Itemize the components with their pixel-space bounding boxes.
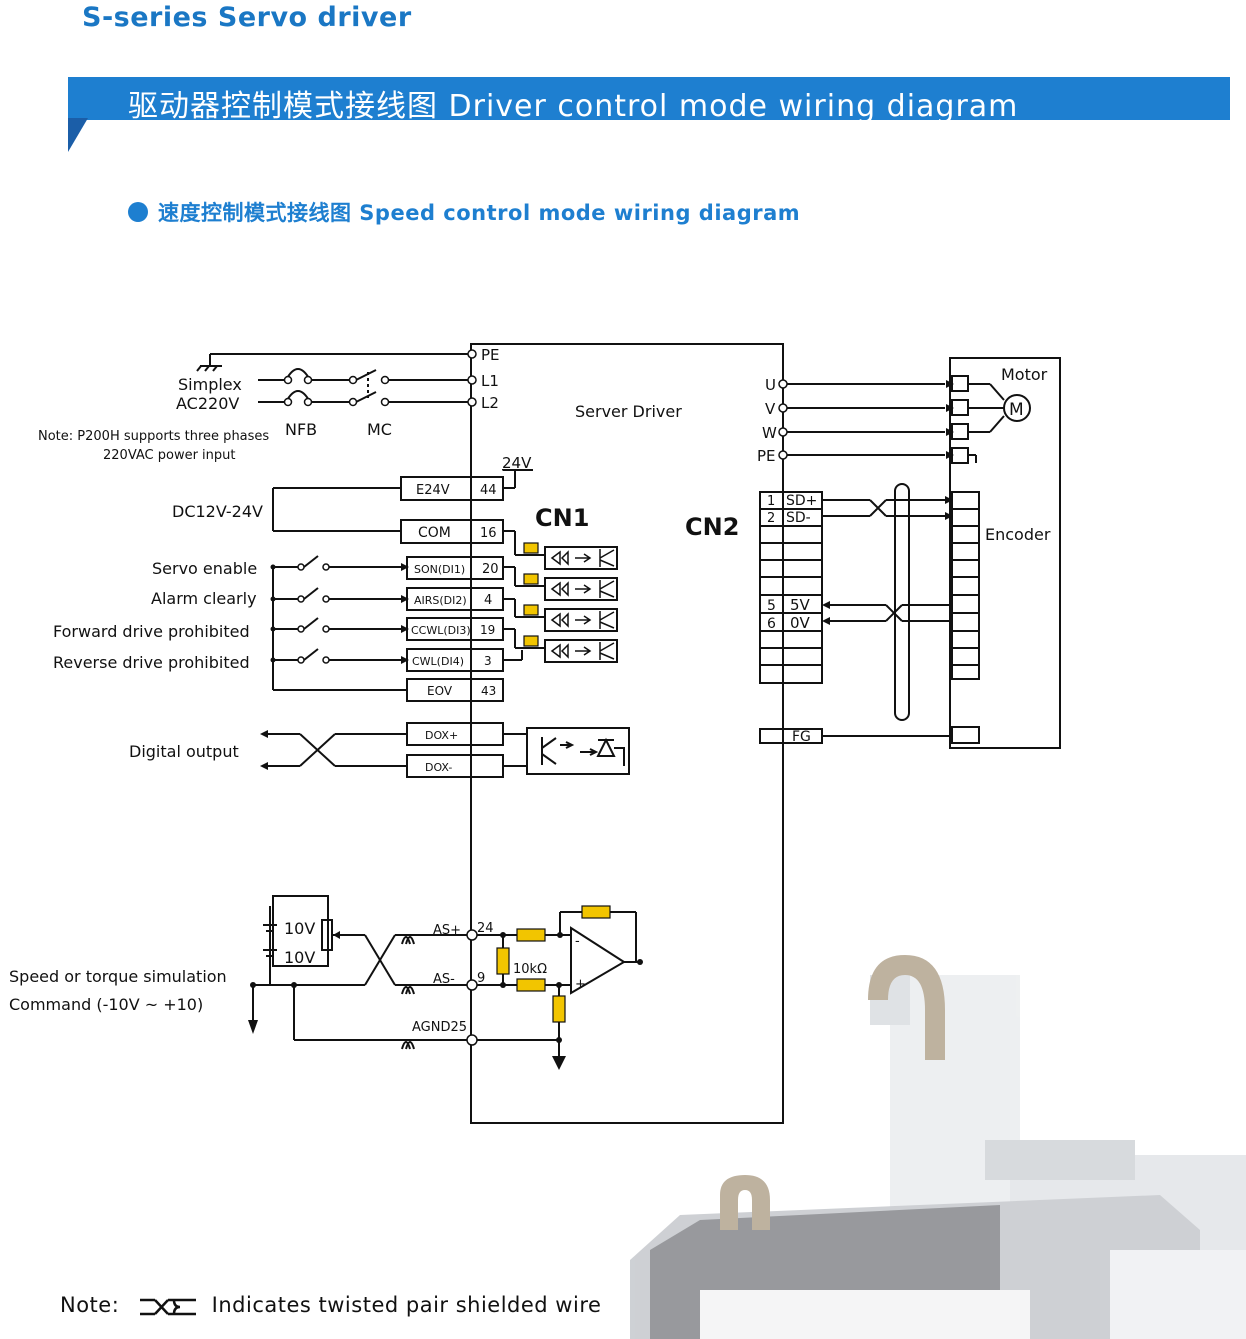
banner-title: 驱动器控制模式接线图 Driver control mode wiring di… xyxy=(128,89,1019,124)
cn2-pin-5-name: 5V xyxy=(790,596,811,614)
optocoupler-icons xyxy=(550,549,615,660)
section-title: 速度控制模式接线图 Speed control mode wiring diag… xyxy=(158,201,801,225)
input-reverse-prohibited: Reverse drive prohibited xyxy=(53,653,250,672)
ref-top-voltage: 10V xyxy=(284,919,315,938)
footer-note-text: Indicates twisted pair shielded wire xyxy=(211,1293,602,1317)
terminal-l2: L2 xyxy=(481,394,499,412)
cn2-pin-6-num: 6 xyxy=(767,616,776,632)
pin-cwl-num: 3 xyxy=(484,654,492,668)
digital-output-label: Digital output xyxy=(129,742,239,761)
analog-circuit xyxy=(252,895,640,1060)
section-banner xyxy=(68,77,1230,120)
mc-label: MC xyxy=(367,420,392,439)
opamp-plus: + xyxy=(575,977,586,992)
terminal-pe: PE xyxy=(481,346,500,364)
power-note-2: 220VAC power input xyxy=(103,448,236,463)
terminal-w: W xyxy=(762,424,777,442)
input-resistors xyxy=(523,542,539,647)
terminal-l1: L1 xyxy=(481,372,499,390)
resistor-value: 10kΩ xyxy=(513,962,547,977)
power-note-1: Note: P200H supports three phases xyxy=(38,429,269,444)
command-label-2: Command (-10V ~ +10) xyxy=(9,995,203,1014)
machine-illustration xyxy=(630,955,1246,1339)
driver-label: Server Driver xyxy=(575,402,682,421)
nfb-label: NFB xyxy=(285,420,317,439)
cn2-pin-6-name: 0V xyxy=(790,614,811,632)
input-forward-prohibited: Forward drive prohibited xyxy=(53,622,250,641)
ref-bottom-voltage: 10V xyxy=(284,948,315,967)
encoder-label: Encoder xyxy=(985,525,1051,544)
twisted-pair-icon xyxy=(140,1298,196,1316)
footer-note: Note: Indicates twisted pair shielded wi… xyxy=(60,1293,601,1317)
as-minus-pin: 9 xyxy=(477,971,485,986)
pin-e24v-num: 44 xyxy=(480,483,497,498)
cn2-pin-2-name: SD- xyxy=(786,510,811,526)
analog-resistors xyxy=(496,905,611,1023)
pin-son-num: 20 xyxy=(482,562,499,577)
terminal-motor-pe: PE xyxy=(757,447,776,465)
as-minus-label: AS- xyxy=(433,972,455,987)
pin-dox-plus: DOX+ xyxy=(425,729,458,742)
cn1-label: CN1 xyxy=(535,504,589,532)
pin-son-name: SON(DI1) xyxy=(414,563,465,576)
pin-eov-name: EOV xyxy=(427,684,453,698)
cn2-pin-fg: FG xyxy=(792,729,811,745)
agnd-label: AGND25 xyxy=(412,1020,467,1035)
series-title: S-series Servo driver xyxy=(82,2,412,33)
opamp-minus: - xyxy=(575,934,580,949)
pin-eov-num: 43 xyxy=(481,684,496,698)
as-plus-label: AS+ xyxy=(433,923,461,938)
cn2-connector xyxy=(759,483,980,744)
command-label-1: Speed or torque simulation xyxy=(9,967,227,986)
pin-ccwl-num: 19 xyxy=(480,623,495,637)
motor-symbol: M xyxy=(1009,400,1024,420)
terminal-v: V xyxy=(765,400,776,418)
input-alarm-clearly: Alarm clearly xyxy=(151,589,257,608)
motor-box xyxy=(949,357,1061,749)
pin-airs-num: 4 xyxy=(484,593,492,608)
source-label-2: AC220V xyxy=(176,394,239,413)
cn2-pin-1-name: SD+ xyxy=(786,493,817,509)
source-label-1: Simplex xyxy=(178,375,242,394)
pin-dox-minus: DOX- xyxy=(425,761,452,774)
cn2-pin-5-num: 5 xyxy=(767,598,776,614)
banner-tail xyxy=(68,118,88,152)
as-plus-pin: 24 xyxy=(477,921,494,936)
input-servo-enable: Servo enable xyxy=(152,559,257,578)
supply-label: DC12V-24V xyxy=(172,502,263,521)
bullet-dot-icon xyxy=(128,202,148,222)
v24-label: 24V xyxy=(502,454,532,472)
cn2-pin-1-num: 1 xyxy=(767,494,775,509)
pin-com-num: 16 xyxy=(480,526,497,541)
pin-cwl-name: CWL(DI4) xyxy=(412,655,464,668)
pin-ccwl-name: CCWL(DI3) xyxy=(411,624,471,637)
terminal-u: U xyxy=(765,376,776,394)
footer-note-prefix: Note: xyxy=(60,1293,120,1317)
pin-airs-name: AIRS(DI2) xyxy=(414,594,467,607)
pin-com-name: COM xyxy=(418,525,451,541)
motor-label: Motor xyxy=(1001,365,1048,384)
cn2-pin-2-num: 2 xyxy=(767,511,775,526)
cn2-label: CN2 xyxy=(685,513,739,541)
pin-e24v-name: E24V xyxy=(416,483,450,498)
